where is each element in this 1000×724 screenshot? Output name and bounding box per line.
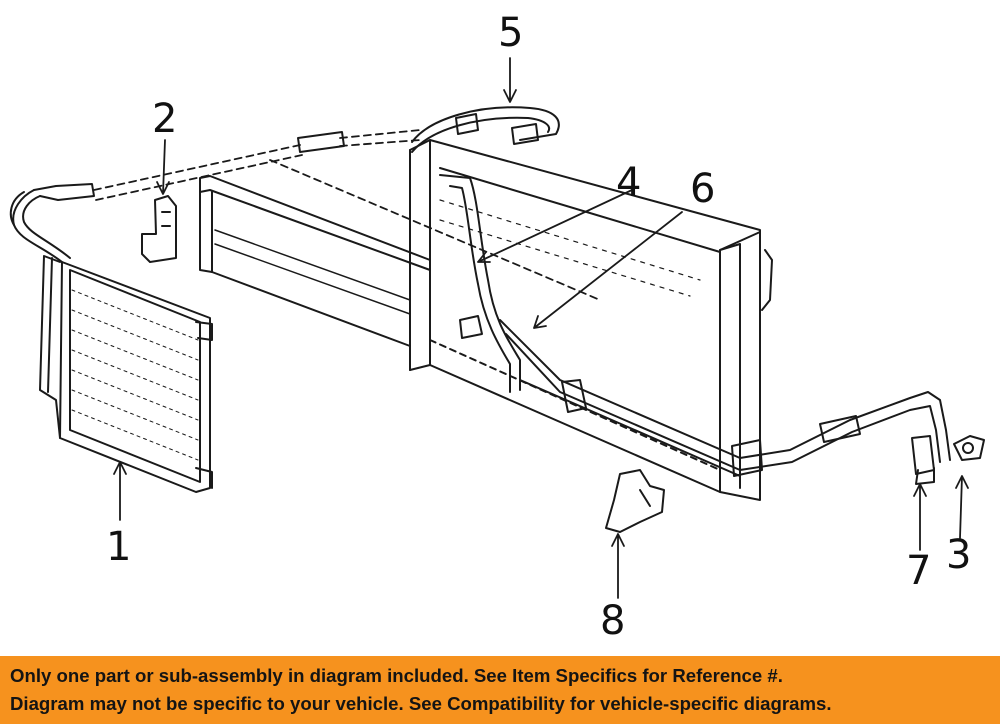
- line-6: [499, 319, 951, 477]
- callout-7: 7: [906, 548, 931, 594]
- upper-support: [199, 175, 431, 347]
- left-hose-assembly: [9, 183, 95, 439]
- leader-lines: [113, 57, 969, 599]
- part-8-bracket: [605, 469, 665, 533]
- part-3-fitting: [953, 435, 985, 461]
- disclaimer-line-1: Only one part or sub-assembly in diagram…: [10, 665, 783, 686]
- part-2-bracket: [141, 195, 177, 263]
- callout-1: 1: [106, 524, 131, 570]
- callout-3: 3: [946, 532, 971, 578]
- callout-4: 4: [616, 160, 641, 206]
- ac-fitting-left: [297, 131, 345, 153]
- ac-line-dashed: [93, 129, 601, 301]
- callout-5: 5: [498, 10, 523, 56]
- hose-5: [411, 106, 560, 153]
- hose-4: [439, 174, 521, 393]
- callout-8: 8: [600, 598, 625, 644]
- disclaimer-banner: Only one part or sub-assembly in diagram…: [0, 656, 1000, 724]
- callout-2: 2: [152, 96, 177, 142]
- radiator: [409, 139, 773, 501]
- parts-diagram: 1 2 3 4 5 6 7 8: [9, 10, 985, 644]
- disclaimer-line-2: Diagram may not be specific to your vehi…: [10, 693, 832, 714]
- condenser: [59, 261, 213, 493]
- part-7-fitting: [911, 435, 935, 485]
- callout-6: 6: [690, 166, 715, 212]
